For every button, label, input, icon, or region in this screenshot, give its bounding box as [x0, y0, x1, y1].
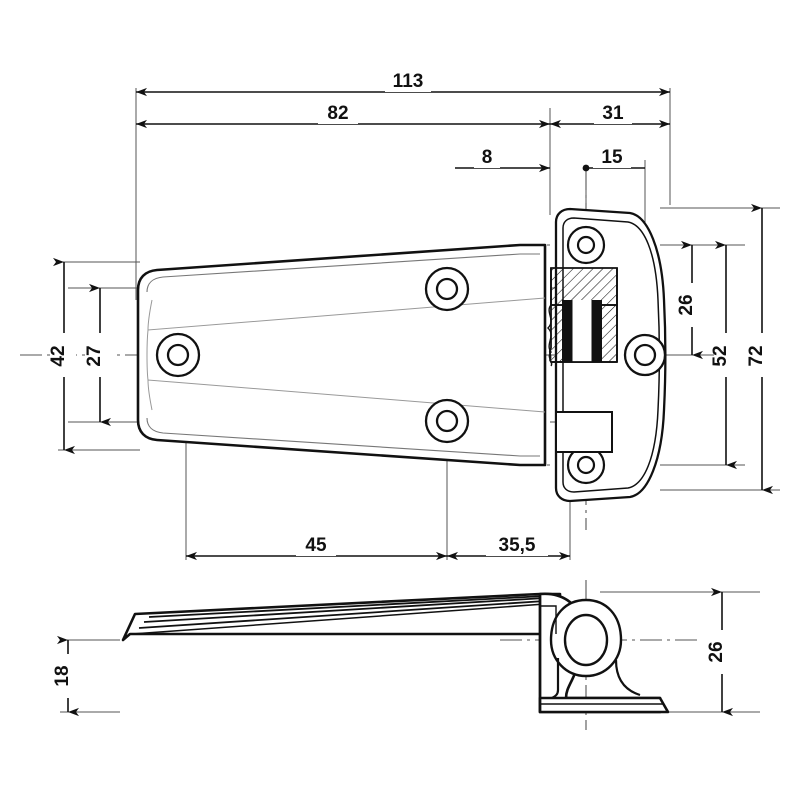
dimension-72: 72 [746, 203, 774, 495]
dimension-52-label: 52 [710, 345, 731, 366]
pivot-hole [623, 333, 667, 377]
dimension-27-label: 27 [84, 345, 105, 366]
break-line [547, 304, 553, 367]
dimension-26-side: 26 [706, 587, 734, 717]
dimension-35-5-label: 35,5 [499, 535, 536, 556]
mounting-hole-lower [424, 398, 470, 444]
dimension-42-label: 42 [48, 345, 69, 366]
plate-hole-upper [566, 225, 606, 265]
dimension-18: 18 [52, 635, 80, 717]
section-detail [547, 267, 618, 367]
handle-inner-edge-bottom [146, 417, 540, 457]
dimension-35-5: 35,5 [447, 532, 570, 561]
dimension-42: 42 [48, 257, 76, 455]
dimension-82-label: 82 [327, 103, 348, 124]
mounting-hole-upper [424, 266, 470, 312]
side-ridge-4 [131, 603, 546, 635]
pin-left [562, 300, 572, 362]
dimension-18-label: 18 [52, 665, 73, 686]
side-boss-hole [563, 613, 609, 667]
dimension-26-side-label: 26 [706, 641, 727, 662]
dimension-31: 31 [550, 100, 670, 129]
plate-hole-lower [566, 445, 606, 485]
mounting-hole-left [155, 332, 201, 378]
side-ridge-1 [138, 600, 546, 629]
pin-gap [572, 300, 592, 362]
dimension-45: 45 [186, 532, 447, 561]
dimension-27: 27 [84, 283, 112, 427]
handle-inner-edge-top [146, 253, 540, 293]
side-boss-stem-right [614, 659, 641, 697]
side-elevation-view [121, 592, 670, 714]
dimension-52: 52 [710, 240, 738, 470]
pin-right [592, 300, 602, 362]
handle-rib-left [146, 329, 149, 381]
side-joint-notch [540, 605, 557, 634]
section-hatch-upper [550, 267, 618, 306]
dimension-26-plan-label: 26 [676, 294, 697, 315]
dimension-8-label: 8 [482, 147, 493, 168]
dimension-26-plan: 26 [676, 240, 704, 360]
dimension-72-label: 72 [746, 345, 767, 366]
dimension-15-label: 15 [601, 147, 623, 168]
side-ridge-2 [143, 597, 546, 623]
dimension-31-label: 31 [602, 103, 624, 124]
dimension-45-label: 45 [305, 535, 327, 556]
plate-tab [555, 411, 613, 453]
dimension-113: 113 [136, 68, 670, 97]
side-ridge-3 [148, 595, 546, 618]
dimension-8: 8 [455, 144, 550, 173]
dimension-15: 15 [582, 144, 645, 172]
side-base-plate [538, 696, 670, 714]
plan-view-handle-body [136, 243, 547, 467]
dimension-82: 82 [136, 100, 550, 129]
side-handle-outline [121, 592, 562, 642]
dimension-113-label: 113 [393, 71, 424, 92]
